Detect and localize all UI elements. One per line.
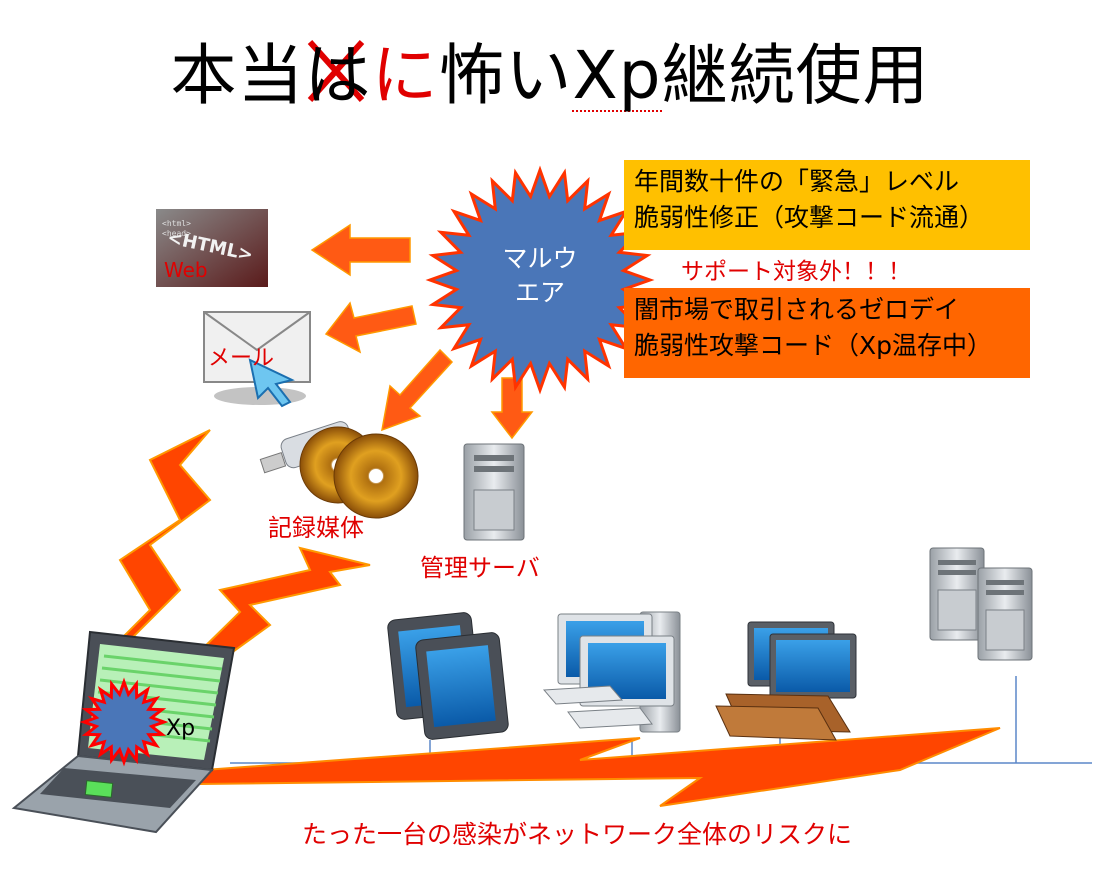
laptop-xp-label: Xp [166, 716, 196, 741]
zeroday-line-2: 脆弱性攻撃コード（Xp温存中） [634, 331, 992, 360]
title-replacement-char: に [371, 37, 439, 114]
management-server-icon [463, 443, 525, 541]
network-servers-icon [929, 547, 1033, 661]
support-ended-label: サポート対象外！！！ [681, 259, 911, 285]
arrow-to-server [490, 377, 534, 440]
arrow-to-mail [324, 301, 417, 354]
svg-text:<head>: <head> [162, 229, 191, 238]
arrow-to-media [381, 348, 454, 432]
html-web-icon: <html> <head> <HTML> [156, 209, 268, 287]
malware-label-line-1: マルウ [502, 244, 578, 273]
title-xp: Xp [572, 37, 662, 114]
desktop-pcs-icon [542, 611, 681, 733]
laptops-icon [715, 621, 857, 741]
network-lightning [198, 727, 1001, 807]
title-strike-x [307, 39, 365, 103]
malware-label-line-2: エア [514, 278, 565, 307]
web-label: Web [164, 258, 208, 282]
page-title: 本当はに怖いXp継続使用 [0, 22, 1100, 118]
risk-caption: たった一台の感染がネットワーク全体のリスクに [302, 820, 853, 849]
management-server-label: 管理サーバ [420, 554, 540, 582]
title-suffix: 継続使用 [661, 37, 930, 114]
urgent-line-2: 脆弱性修正（攻撃コード流通） [634, 203, 985, 232]
svg-text:<html>: <html> [162, 219, 191, 228]
mail-label: メール [208, 346, 275, 371]
urgent-line-1: 年間数十件の「緊急」レベル [634, 167, 960, 196]
urgent-vulnerability-box: 年間数十件の「緊急」レベル 脆弱性修正（攻撃コード流通） [624, 160, 1030, 250]
storage-media-label: 記録媒体 [268, 514, 364, 542]
infection-burst [79, 677, 169, 767]
lightning-from-mail [99, 429, 212, 661]
title-middle: 怖い [438, 37, 573, 114]
envelope-icon [203, 311, 311, 408]
zeroday-line-1: 闇市場で取引されるゼロデイ [634, 295, 960, 324]
malware-label: マルウ エア [480, 242, 600, 310]
arrow-to-web [310, 223, 411, 277]
storage-media-icon [259, 421, 419, 519]
tablet-terminals-icon [387, 612, 509, 740]
title-prefix: 本当 [170, 37, 305, 114]
malware-arrows [310, 223, 534, 440]
title-struck-char: は [304, 37, 372, 114]
malware-burst [425, 165, 655, 395]
zeroday-box: 闇市場で取引されるゼロデイ 脆弱性攻撃コード（Xp温存中） [624, 288, 1030, 378]
